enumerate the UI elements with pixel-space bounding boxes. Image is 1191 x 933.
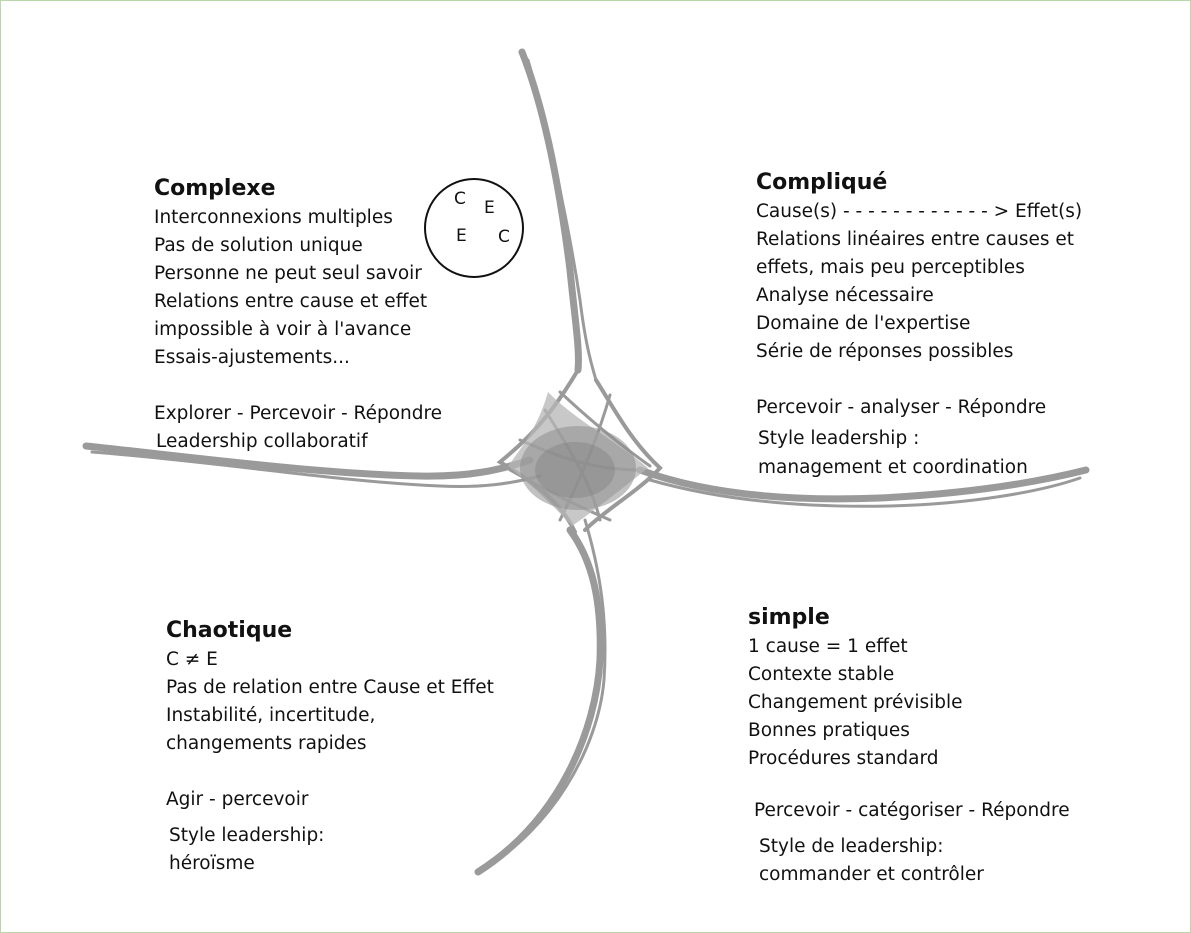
complexe-title: Complexe <box>154 176 276 201</box>
cause-effect-circle: C E E C <box>424 178 524 278</box>
circle-letter: C <box>498 227 510 247</box>
simple-line: 1 cause = 1 effet <box>748 636 908 657</box>
complexe-line: Interconnexions multiples <box>154 207 393 228</box>
chaotique-line: changements rapides <box>166 733 367 754</box>
chaotique-title: Chaotique <box>166 618 293 643</box>
circle-letter: E <box>484 198 495 218</box>
center-tangle <box>508 392 648 526</box>
complique-line: Cause(s) - - - - - - - - - - - - > Effet… <box>756 201 1083 222</box>
right-arm-2 <box>648 476 1082 508</box>
chaotique-line: Pas de relation entre Cause et Effet <box>166 677 494 698</box>
bottom-arm-2 <box>482 518 607 870</box>
chaotique-approach: Agir - percevoir <box>166 789 309 810</box>
top-arm-2 <box>526 58 598 382</box>
complique-approach: Percevoir - analyser - Répondre <box>756 397 1047 418</box>
bottom-arm <box>474 526 604 876</box>
simple-line: Changement prévisible <box>748 692 963 713</box>
complexe-quadrant: Complexe Interconnexions multiples Pas d… <box>154 174 442 456</box>
complique-leadership-style: management et coordination <box>758 457 1028 478</box>
simple-leadership-label: Style de leadership: <box>759 836 944 857</box>
complexe-line: Essais-ajustements... <box>154 347 350 368</box>
simple-title: simple <box>748 605 830 630</box>
left-arm-2 <box>90 450 542 489</box>
complexe-line: Personne ne peut seul savoir <box>154 263 422 284</box>
complique-leadership-label: Style leadership : <box>758 428 920 449</box>
complexe-approach: Explorer - Percevoir - Répondre <box>154 403 443 424</box>
circle-letter: C <box>454 189 466 209</box>
chaotique-leadership-label: Style leadership: <box>169 825 325 846</box>
complique-quadrant: Compliqué Cause(s) - - - - - - - - - - -… <box>756 168 1082 482</box>
chaotique-line: Instabilité, incertitude, <box>166 705 376 726</box>
chaotique-line: C ≠ E <box>166 649 218 670</box>
right-arm <box>636 466 1090 503</box>
center-stroke-2 <box>583 378 663 532</box>
complexe-line: Pas de solution unique <box>154 235 363 256</box>
complique-line: Relations linéaires entre causes et <box>756 229 1075 250</box>
complique-line: Domaine de l'expertise <box>756 313 971 334</box>
complique-line: Analyse nécessaire <box>756 285 934 306</box>
simple-line: Bonnes pratiques <box>748 720 910 741</box>
simple-leadership-style: commander et contrôler <box>759 864 984 885</box>
complexe-leadership: Leadership collaboratif <box>156 431 368 452</box>
complique-line: Série de réponses possibles <box>756 341 1014 362</box>
circle-letter: E <box>456 226 467 246</box>
chaotique-quadrant: Chaotique C ≠ E Pas de relation entre Ca… <box>166 616 494 878</box>
left-arm <box>82 442 534 480</box>
chaotique-leadership-style: héroïsme <box>169 853 255 874</box>
simple-quadrant: simple 1 cause = 1 effet Contexte stable… <box>748 603 1070 889</box>
complique-title: Compliqué <box>756 170 888 195</box>
complexe-line: Relations entre cause et effet <box>154 291 428 312</box>
complique-line: effets, mais peu perceptibles <box>756 257 1025 278</box>
simple-line: Contexte stable <box>748 664 895 685</box>
top-arm <box>518 48 582 374</box>
simple-approach: Percevoir - catégoriser - Répondre <box>754 800 1070 821</box>
complexe-line: impossible à voir à l'avance <box>154 319 412 340</box>
simple-line: Procédures standard <box>748 748 939 769</box>
